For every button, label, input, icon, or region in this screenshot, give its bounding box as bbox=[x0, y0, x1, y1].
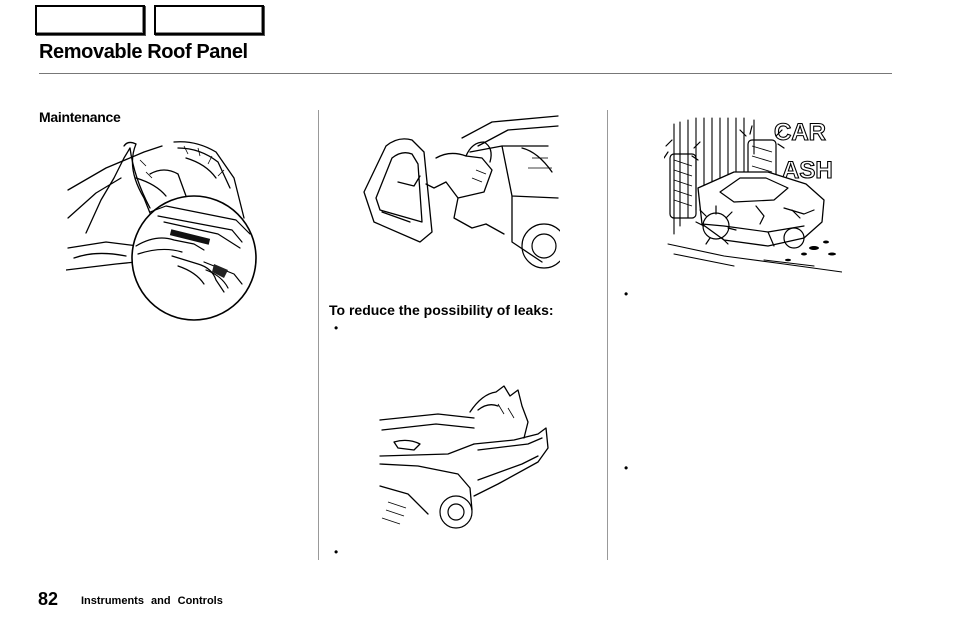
column-divider-right bbox=[607, 110, 608, 560]
maintenance-heading: Maintenance bbox=[39, 109, 121, 125]
next-page-button[interactable] bbox=[154, 5, 264, 35]
leaks-heading: To reduce the possibility of leaks: bbox=[329, 302, 554, 318]
bullet-leaks-2: • bbox=[334, 545, 339, 559]
car-wash-sign-line1: CAR bbox=[774, 119, 826, 146]
previous-page-button[interactable] bbox=[35, 5, 145, 35]
car-door-open-illustration bbox=[363, 115, 560, 269]
convertible-car-illustration bbox=[379, 385, 549, 529]
section-name: Instruments and Controls bbox=[81, 595, 223, 607]
column-divider-left bbox=[318, 110, 319, 560]
title-divider bbox=[39, 73, 892, 74]
car-wash-illustration: CAR ASH bbox=[664, 117, 842, 273]
page-title: Removable Roof Panel bbox=[39, 41, 248, 63]
bullet-carwash-1: • bbox=[624, 287, 629, 301]
roof-seal-maintenance-illustration bbox=[66, 141, 257, 321]
bullet-carwash-2: • bbox=[624, 461, 629, 475]
bullet-leaks-1: • bbox=[334, 321, 339, 335]
page-number: 82 bbox=[38, 589, 59, 609]
car-wash-sign-line2: ASH bbox=[782, 157, 833, 184]
